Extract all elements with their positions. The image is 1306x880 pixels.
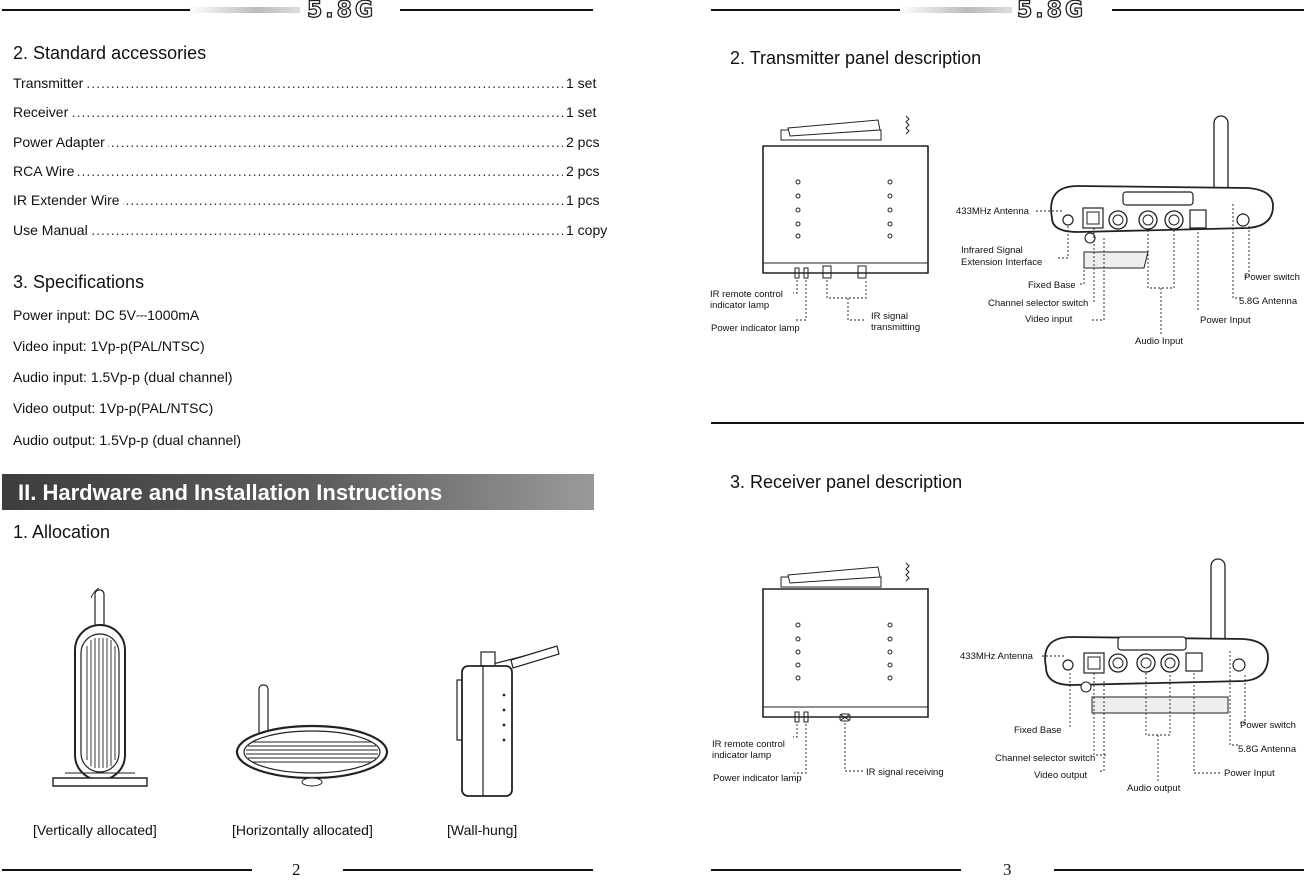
receiver-back-unit — [1044, 558, 1269, 714]
accessory-qty: 1 set — [566, 104, 597, 120]
label-433-antenna: 433MHz Antenna — [956, 206, 1030, 217]
transmitter-diagram: IR remote control indicator lamp Power i… — [710, 115, 1300, 347]
leader-dots: ........................................… — [13, 222, 563, 238]
label-power-switch: Power switch — [1244, 272, 1300, 283]
footer-rule-right-a — [711, 869, 961, 871]
label-channel-selector-rx: Channel selector switch — [995, 753, 1095, 764]
header-rule-right-b — [1112, 9, 1304, 11]
spec-item: Audio output: 1.5Vp-p (dual channel) — [13, 432, 242, 448]
label-ir-signal: IR signal — [871, 311, 908, 322]
transmitter-back-unit — [1050, 115, 1274, 269]
footer-rule-right-b — [1054, 869, 1304, 871]
accessory-row: RCA Wire ...............................… — [13, 163, 613, 181]
spec-item: Video output: 1Vp-p(PAL/NTSC) — [13, 400, 214, 416]
receiver-front-unit — [762, 562, 929, 774]
label-fixed-base: Fixed Base — [1028, 280, 1076, 291]
page-number-right: 3 — [1003, 860, 1012, 879]
wall-hung-device-illustration — [456, 645, 560, 797]
label-ir-signal-2: transmitting — [871, 322, 920, 333]
accessories-title: 2. Standard accessories — [13, 43, 207, 63]
caption-wall-hung: [Wall-hung] — [447, 822, 518, 838]
receiver-title: 3. Receiver panel description — [730, 472, 963, 492]
leader-dots: ........................................… — [13, 163, 563, 179]
brand-logo: 5.8G — [306, 0, 377, 23]
accessory-row: IR Extender Wire .......................… — [13, 192, 613, 210]
horizontal-device-illustration — [235, 684, 389, 787]
section-divider — [711, 422, 1304, 424]
transmitter-front-unit — [762, 115, 929, 321]
label-video-input: Video input — [1025, 314, 1073, 325]
label-power-indicator-rx: Power indicator lamp — [713, 773, 802, 784]
accessory-name: Transmitter — [13, 75, 87, 91]
leader-dots: ........................................… — [13, 104, 563, 120]
accessory-qty: 1 set — [566, 75, 597, 91]
leader-dots: ........................................… — [13, 134, 563, 150]
accessory-name: Power Adapter — [13, 134, 108, 150]
section-banner-title: II. Hardware and Installation Instructio… — [18, 480, 443, 505]
vertical-device-illustration — [52, 587, 148, 787]
label-channel-selector: Channel selector switch — [988, 298, 1088, 309]
header-rule-right-shade — [900, 7, 1012, 13]
caption-horizontal: [Horizontally allocated] — [232, 822, 373, 838]
label-audio-input: Audio Input — [1135, 336, 1183, 347]
label-video-output: Video output — [1034, 770, 1088, 781]
accessory-name: IR Extender Wire — [13, 192, 123, 208]
spec-item: Power input: DC 5V⎓1000mA — [13, 307, 200, 323]
receiver-diagram: IR remote control indicator lamp Power i… — [712, 558, 1297, 794]
label-ir-remote-rx-2: indicator lamp — [712, 750, 771, 761]
accessory-row: Transmitter ............................… — [13, 75, 613, 93]
label-power-input: Power Input — [1200, 315, 1251, 326]
spec-item: Audio input: 1.5Vp-p (dual channel) — [13, 369, 233, 385]
accessory-qty: 2 pcs — [566, 163, 600, 179]
label-audio-output: Audio output — [1127, 783, 1181, 794]
accessory-row: Power Adapter ..........................… — [13, 134, 613, 152]
label-infrared: Infrared Signal — [961, 245, 1023, 256]
accessory-row: Use Manual .............................… — [13, 222, 613, 240]
label-58-antenna: 5.8G Antenna — [1239, 296, 1298, 307]
section-banner: II. Hardware and Installation Instructio… — [2, 474, 594, 510]
label-fixed-base-rx: Fixed Base — [1014, 725, 1062, 736]
label-ir-remote-2: indicator lamp — [710, 300, 769, 311]
specs-title: 3. Specifications — [13, 272, 145, 292]
footer-rule-left-b — [343, 869, 593, 871]
label-ir-remote-rx: IR remote control — [712, 739, 785, 750]
header-rule-right-a — [711, 9, 1007, 11]
label-433-antenna-rx: 433MHz Antenna — [960, 651, 1034, 662]
accessory-name: Use Manual — [13, 222, 91, 238]
accessory-name: RCA Wire — [13, 163, 78, 179]
accessory-qty: 1 pcs — [566, 192, 600, 208]
accessory-name: Receiver — [13, 104, 72, 120]
label-ir-remote: IR remote control — [710, 289, 783, 300]
brand-logo-right: 5.8G — [1016, 0, 1087, 23]
footer-rule-left-a — [2, 869, 252, 871]
label-power-switch-rx: Power switch — [1240, 720, 1296, 731]
page-number-left: 2 — [292, 860, 301, 879]
transmitter-title: 2. Transmitter panel description — [730, 48, 982, 68]
label-infrared-2: Extension Interface — [961, 257, 1042, 268]
accessory-qty: 2 pcs — [566, 134, 600, 150]
label-58-antenna-rx: 5.8G Antenna — [1238, 744, 1297, 755]
leader-dots: ........................................… — [13, 75, 563, 91]
allocation-title: 1. Allocation — [13, 522, 111, 542]
accessory-row: Receiver ...............................… — [13, 104, 613, 122]
header-rule-left-shade — [190, 7, 300, 13]
caption-vertical: [Vertically allocated] — [33, 822, 157, 838]
header-rule-left-b — [400, 9, 593, 11]
spec-item: Video input: 1Vp-p(PAL/NTSC) — [13, 338, 205, 354]
leader-dots: ........................................… — [13, 192, 563, 208]
label-power-input-rx: Power Input — [1224, 768, 1275, 779]
label-ir-receiving: IR signal receiving — [866, 767, 944, 778]
header-rule-left-a — [2, 9, 292, 11]
label-power-indicator: Power indicator lamp — [711, 323, 800, 334]
accessory-qty: 1 copy — [566, 222, 608, 238]
